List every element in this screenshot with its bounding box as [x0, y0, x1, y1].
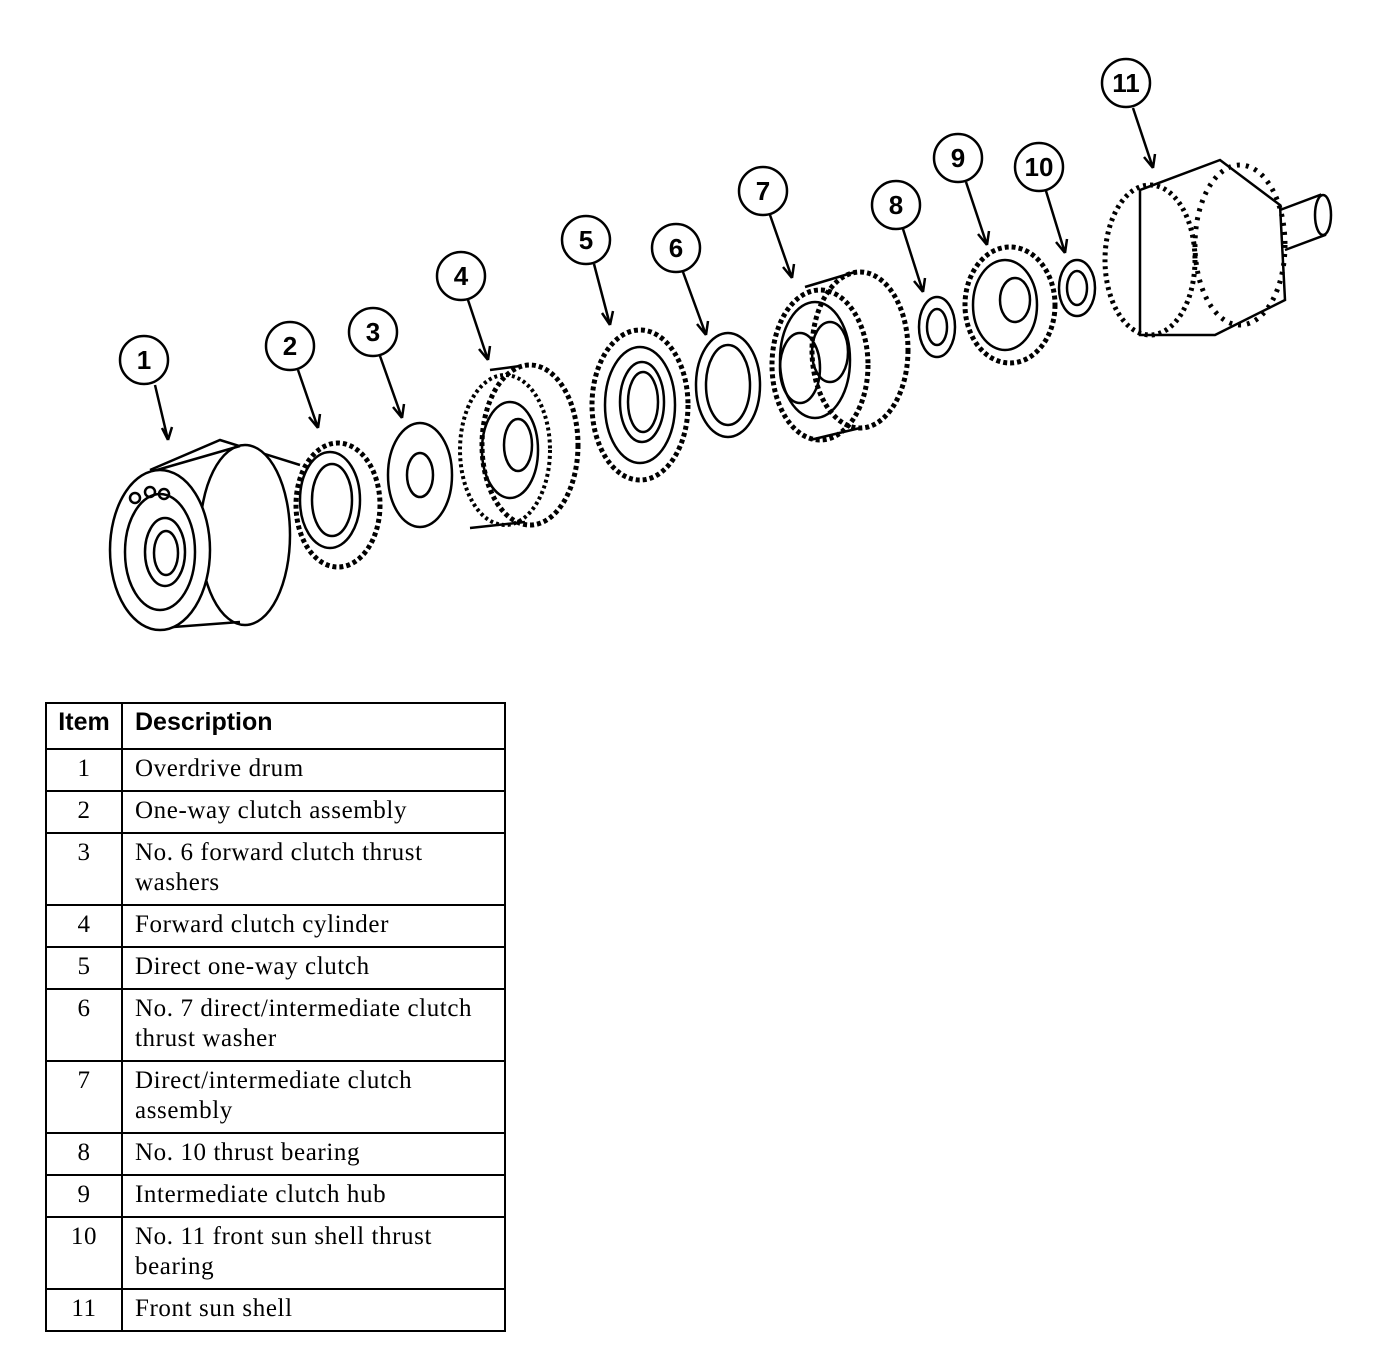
item-description: One-way clutch assembly — [121, 790, 506, 834]
table-row: 2 One-way clutch assembly — [45, 790, 506, 834]
item-number: 1 — [45, 748, 123, 792]
item-description: No. 11 front sun shell thrust bearing — [121, 1216, 506, 1290]
part-thrust-washer-no6 — [386, 421, 454, 529]
callout-5: 5 — [560, 214, 615, 326]
item-description: No. 6 forward clutch thrust washers — [121, 832, 506, 906]
table-header-row: Item Description — [45, 702, 506, 750]
part-thrust-washer-no7 — [694, 331, 762, 439]
part-one-way-clutch-assembly — [293, 440, 383, 570]
callout-10: 10 — [1013, 141, 1069, 254]
item-number: 7 — [45, 1060, 123, 1134]
part-front-sun-shell — [1102, 158, 1333, 338]
item-number: 3 — [45, 832, 123, 906]
callout-6: 6 — [650, 222, 710, 336]
item-number: 5 — [45, 946, 123, 990]
item-number: 9 — [45, 1174, 123, 1218]
item-description: Front sun shell — [121, 1288, 506, 1332]
part-direct-intermediate-clutch-assembly — [769, 269, 911, 443]
table-row: 9 Intermediate clutch hub — [45, 1174, 506, 1218]
part-forward-clutch-cylinder — [458, 362, 581, 530]
item-number: 6 — [45, 988, 123, 1062]
part-overdrive-drum — [108, 438, 301, 632]
part-thrust-bearing-no11 — [1057, 258, 1097, 318]
callout-4: 4 — [435, 250, 492, 361]
table-row: 3 No. 6 forward clutch thrust washers — [45, 832, 506, 906]
item-description: No. 10 thrust bearing — [121, 1132, 506, 1176]
callout-9: 9 — [932, 132, 991, 246]
callout-7: 7 — [737, 165, 796, 279]
table-row: 1 Overdrive drum — [45, 748, 506, 792]
item-description: Forward clutch cylinder — [121, 904, 506, 948]
part-thrust-bearing-no10 — [917, 295, 957, 359]
svg-text:5: 5 — [579, 225, 593, 255]
item-number: 2 — [45, 790, 123, 834]
item-description: Intermediate clutch hub — [121, 1174, 506, 1218]
part-intermediate-clutch-hub — [962, 244, 1058, 366]
table-row: 7 Direct/intermediate clutch assembly — [45, 1060, 506, 1134]
item-description: Direct one-way clutch — [121, 946, 506, 990]
table-row: 4 Forward clutch cylinder — [45, 904, 506, 948]
svg-text:9: 9 — [951, 143, 965, 173]
callout-11: 11 — [1100, 57, 1157, 169]
table-row: 6 No. 7 direct/intermediate clutch thrus… — [45, 988, 506, 1062]
callout-2: 2 — [264, 320, 322, 429]
exploded-parts-diagram: 1 2 3 4 5 6 7 8 9 10 — [108, 57, 1333, 632]
part-direct-one-way-clutch — [589, 327, 691, 483]
item-number: 10 — [45, 1216, 123, 1290]
item-number: 4 — [45, 904, 123, 948]
svg-text:6: 6 — [669, 233, 683, 263]
item-description: No. 7 direct/intermediate clutch thrust … — [121, 988, 506, 1062]
item-description: Direct/intermediate clutch assembly — [121, 1060, 506, 1134]
svg-text:4: 4 — [454, 261, 469, 291]
item-description: Overdrive drum — [121, 748, 506, 792]
svg-text:7: 7 — [756, 176, 770, 206]
svg-text:3: 3 — [366, 317, 380, 347]
table-row: 8 No. 10 thrust bearing — [45, 1132, 506, 1176]
callout-8: 8 — [870, 179, 927, 293]
table-row: 5 Direct one-way clutch — [45, 946, 506, 990]
svg-text:1: 1 — [137, 345, 151, 375]
header-item: Item — [45, 702, 123, 750]
table-row: 10 No. 11 front sun shell thrust bearing — [45, 1216, 506, 1290]
svg-text:11: 11 — [1112, 68, 1140, 98]
table-row: 11 Front sun shell — [45, 1288, 506, 1332]
callout-3: 3 — [347, 306, 406, 419]
parts-legend-table: Item Description 1 Overdrive drum 2 One-… — [45, 702, 506, 1332]
svg-text:8: 8 — [889, 190, 903, 220]
svg-text:2: 2 — [283, 331, 297, 361]
svg-text:10: 10 — [1025, 152, 1054, 182]
item-number: 8 — [45, 1132, 123, 1176]
callout-1: 1 — [118, 334, 174, 441]
item-number: 11 — [45, 1288, 123, 1332]
header-description: Description — [121, 702, 506, 750]
